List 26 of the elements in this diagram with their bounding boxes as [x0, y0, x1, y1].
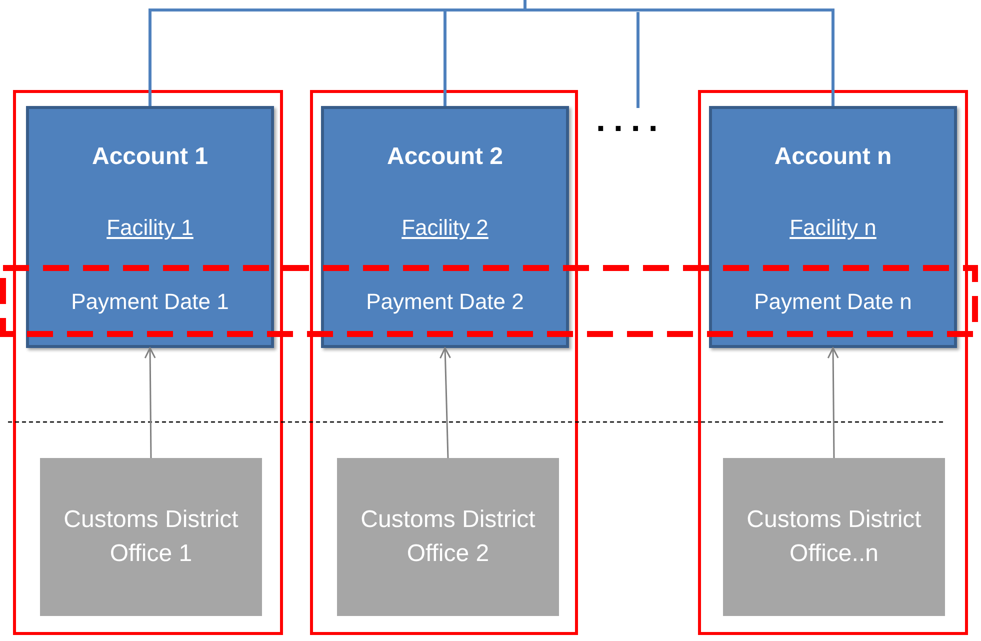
column-frame	[698, 90, 968, 635]
ellipsis-text: ....	[596, 100, 666, 140]
arrow	[827, 347, 839, 458]
office-label: Customs District Office..n	[746, 505, 922, 569]
account-title: Account 2	[386, 143, 504, 171]
arrow	[440, 347, 452, 458]
account-box	[709, 106, 957, 348]
column-frame	[13, 90, 283, 635]
connector-line	[524, 0, 834, 106]
payment-date-text: Payment Date 1	[70, 289, 230, 315]
account-box	[321, 106, 569, 348]
account-box	[26, 106, 274, 348]
facility-link: Facility n	[788, 215, 878, 241]
column-frame	[310, 90, 578, 635]
arrow	[144, 347, 156, 458]
office-label: Customs District Office 2	[360, 505, 536, 569]
account-title: Account 1	[90, 143, 209, 171]
payment-date-text: Payment Date 2	[365, 289, 525, 315]
office-box	[337, 458, 559, 616]
facility-link: Facility 2	[400, 215, 490, 241]
office-box	[723, 458, 945, 616]
office-label: Customs District Office 1	[62, 505, 240, 569]
payment-date-text: Payment Date n	[753, 289, 913, 315]
account-title: Account n	[773, 143, 893, 171]
office-box	[40, 458, 262, 616]
facility-link: Facility 1	[106, 215, 194, 241]
